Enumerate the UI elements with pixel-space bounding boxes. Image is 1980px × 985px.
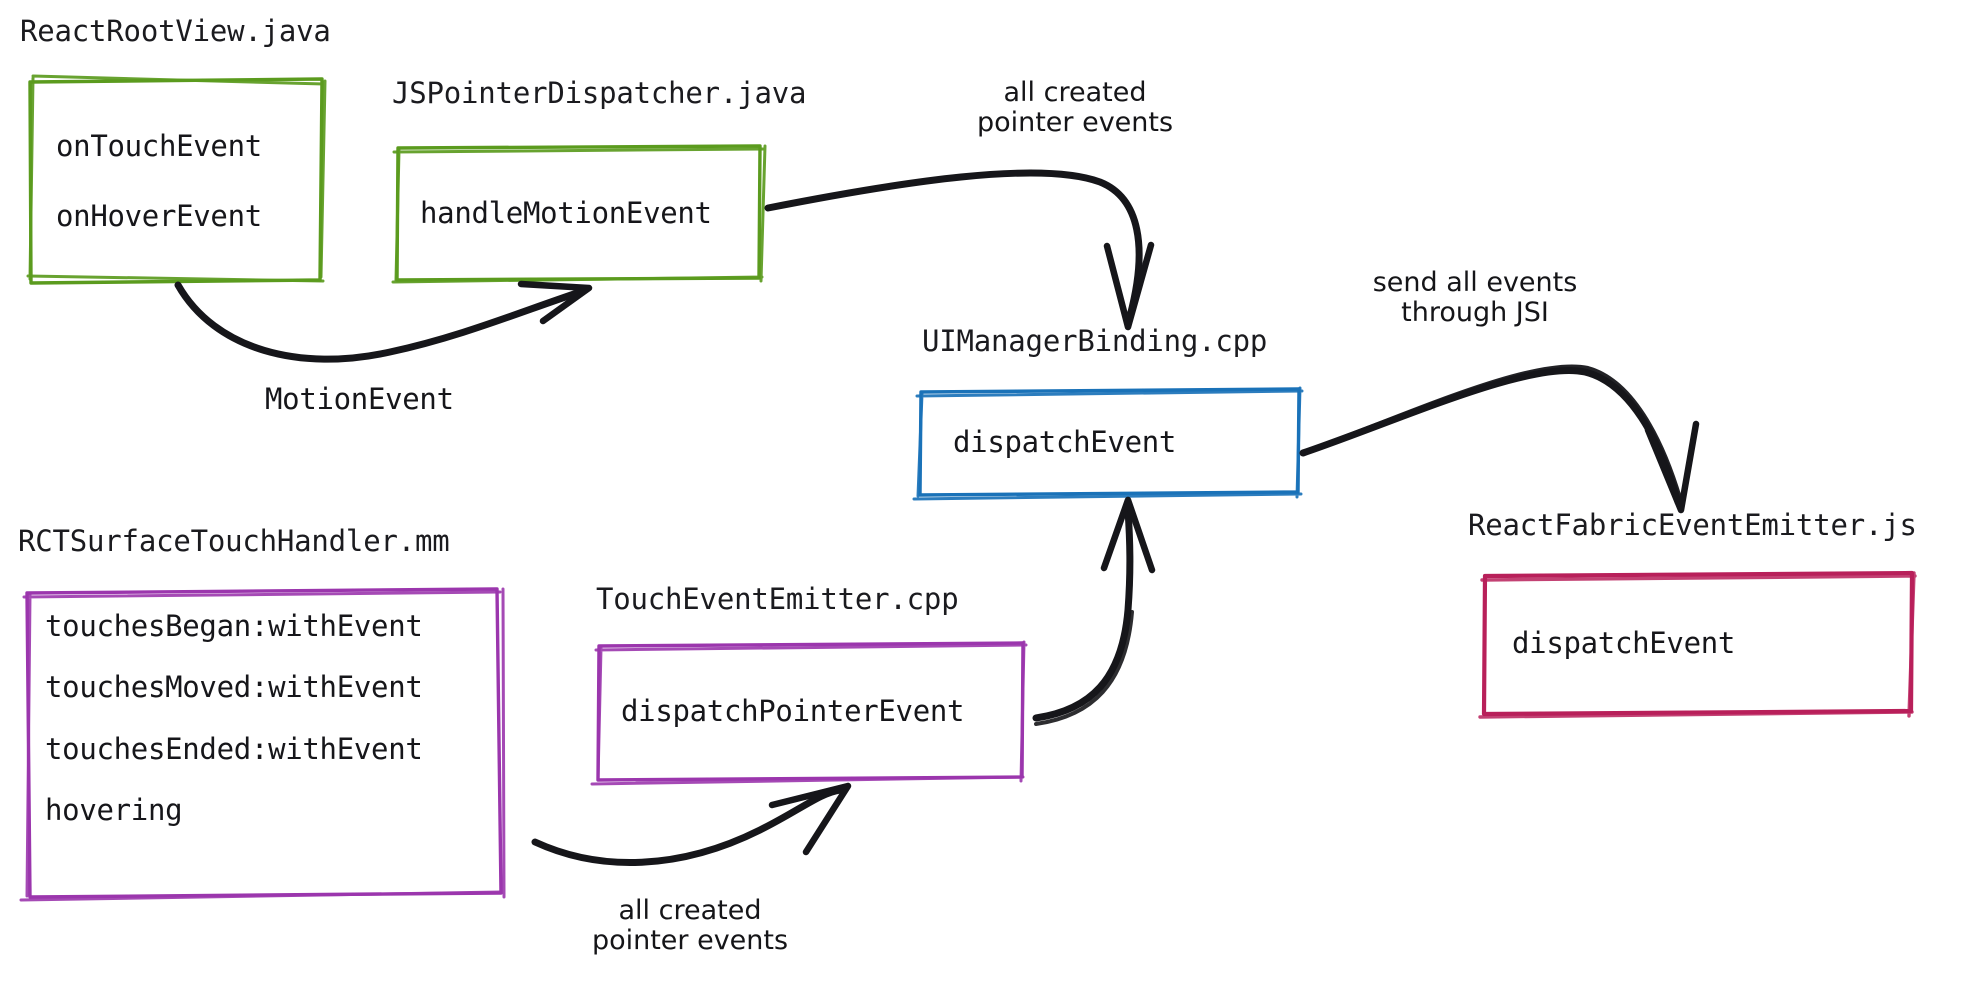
node-item-on-hover-event: onHoverEvent <box>56 199 262 233</box>
arrow-motion-event <box>174 280 593 363</box>
node-item-dispatch-event-cpp: dispatchEvent <box>953 424 1177 459</box>
node-title-react-root-view: ReactRootView.java <box>20 14 331 48</box>
arrow-jsi-events <box>1299 364 1700 514</box>
node-item-handle-motion-event: handleMotionEvent <box>420 195 712 230</box>
node-title-js-pointer-dispatcher: JSPointerDispatcher.java <box>392 76 807 110</box>
node-item-touches-began: touchesBegan:withEvent <box>45 609 423 643</box>
node-box-rct-surface-touch-handler[interactable]: touchesBegan:withEvent touchesMoved:with… <box>27 589 502 897</box>
node-title-touch-event-emitter: TouchEventEmitter.cpp <box>596 582 959 616</box>
node-item-dispatch-event-js: dispatchEvent <box>1512 626 1736 661</box>
edge-label-ios-pointer-events: all created pointer events <box>591 895 789 957</box>
node-title-react-fabric-event-emitter: ReactFabricEventEmitter.js <box>1468 508 1917 542</box>
node-box-touch-event-emitter[interactable]: dispatchPointerEvent <box>599 643 1023 780</box>
node-box-react-fabric-event-emitter[interactable]: dispatchEvent <box>1485 573 1912 714</box>
arrow-android-pointer-events <box>764 169 1155 331</box>
arrow-touch-to-uimanager <box>1032 496 1156 726</box>
node-item-touches-ended: touchesEnded:withEvent <box>45 731 423 766</box>
node-item-on-touch-event: onTouchEvent <box>56 128 262 163</box>
edge-label-jsi-events: send all events through JSI <box>1372 267 1578 329</box>
edge-label-motion-event: MotionEvent <box>265 382 454 416</box>
node-box-ui-manager-binding[interactable]: dispatchEvent <box>921 389 1299 495</box>
edge-label-android-pointer-events: all created pointer events <box>976 77 1174 139</box>
node-item-dispatch-pointer-event: dispatchPointerEvent <box>621 694 965 729</box>
arrow-ios-pointer-events <box>531 782 852 866</box>
node-title-rct-surface-touch-handler: RCTSurfaceTouchHandler.mm <box>18 524 450 558</box>
node-box-react-root-view[interactable]: onTouchEvent onHoverEvent <box>30 79 323 283</box>
node-title-ui-manager-binding: UIManagerBinding.cpp <box>922 324 1268 358</box>
node-box-js-pointer-dispatcher[interactable]: handleMotionEvent <box>398 146 761 280</box>
node-item-touches-moved: touchesMoved:withEvent <box>45 670 423 705</box>
node-item-hovering: hovering <box>45 793 183 828</box>
